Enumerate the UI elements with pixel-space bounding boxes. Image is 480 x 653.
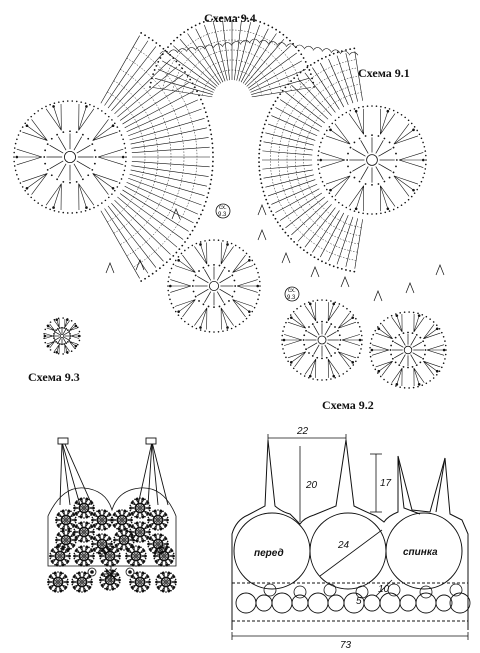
garment-straps [57,437,169,506]
schematic-tiny-circle [293,585,307,599]
mesh-motif [129,521,151,543]
schematic-small-circle [363,594,381,612]
motif-9-2-right [369,311,447,389]
schematic-small-circles [235,583,471,614]
garment-bottom-motifs [47,566,177,593]
fan-9-1 [258,47,363,273]
schematic-small-circle [327,594,345,612]
bottom-motif [129,571,151,593]
pattern-schematic: 22 20 17 24 5 10 73 перед спинка [231,426,471,651]
label-scheme-9-2: Схема 9.2 [322,398,374,412]
edging-top [159,38,359,56]
schematic-small-circle [255,594,273,612]
dimension-lines [231,434,469,640]
bottom-motif [155,571,177,593]
schematic-tiny-circle [355,585,369,599]
dim-small-circle-b: 10 [378,584,390,595]
edging-picots [105,204,445,302]
mesh-motif [55,529,77,551]
crochet-fan-sections [100,16,363,282]
mesh-motif [129,497,151,519]
mesh-motif [91,509,113,531]
dim-side-strap: 17 [380,478,392,489]
dim-circle: 24 [337,540,350,551]
mesh-motif [147,509,169,531]
marker-prefix: сх. [219,205,227,211]
marker-9-3-b: 9.3 [287,295,296,301]
dim-strap-height: 20 [305,480,318,491]
dim-top-width: 22 [296,426,309,437]
back-label: спинка [403,547,438,558]
schematic-small-circle [235,592,257,614]
mesh-motif [73,521,95,543]
mesh-motif [111,509,133,531]
schematic-small-circle [379,592,401,614]
schematic-tiny-circle [263,583,277,597]
back-circle [385,512,463,590]
mesh-motif [73,497,95,519]
mesh-motif [113,529,135,551]
label-scheme-9-4: Схема 9.4 [204,11,256,25]
schematic-tiny-circle [387,583,401,597]
motif-9-1-center [317,105,427,215]
bottom-motif [47,571,69,593]
crochet-edging-arches [105,38,445,302]
schematic-small-circle [307,592,329,614]
mesh-motif [153,545,175,567]
mesh-motif [125,545,147,567]
motif-9-3-sample [43,317,81,355]
garment-illustration [47,437,177,593]
dim-total-width: 73 [340,640,352,651]
schematic-small-circle [271,592,293,614]
marker-prefix: сх. [288,288,296,294]
mesh-motif [99,545,121,567]
motif-9-2-left [281,299,363,381]
label-scheme-9-1: Схема 9.1 [358,66,410,80]
dim-small-circle-a: 5 [356,596,362,607]
mesh-motif [55,509,77,531]
motif-marker-b: сх. 9.3 [284,286,300,302]
schematic-tiny-circle [419,585,433,599]
fan-9-4 [149,16,315,98]
fan-left [100,32,214,282]
mesh-motif [49,545,71,567]
garment-cups [47,487,177,567]
motif-marker-a: сх. 9.3 [215,203,231,219]
label-scheme-9-3: Схема 9.3 [28,370,80,384]
motif-left [13,100,127,214]
front-label: перед [254,548,284,559]
schematic-tiny-circle [449,583,463,597]
garment-lace-mesh [49,497,175,567]
marker-9-3-a: 9.3 [218,212,227,218]
schematic-small-circle [449,592,471,614]
schematic-small-circle [399,594,417,612]
crochet-motifs [13,100,447,389]
schematic-small-circle [415,592,437,614]
schematic-tiny-circle [323,583,337,597]
schematic-small-circle [291,594,309,612]
schematic-small-circle [435,594,453,612]
mesh-motif [91,533,113,555]
motif-9-3-lower [167,239,261,333]
middle-circle [309,512,387,590]
mesh-motif [147,533,169,555]
bottom-motif [71,571,93,593]
mesh-motif [73,545,95,567]
